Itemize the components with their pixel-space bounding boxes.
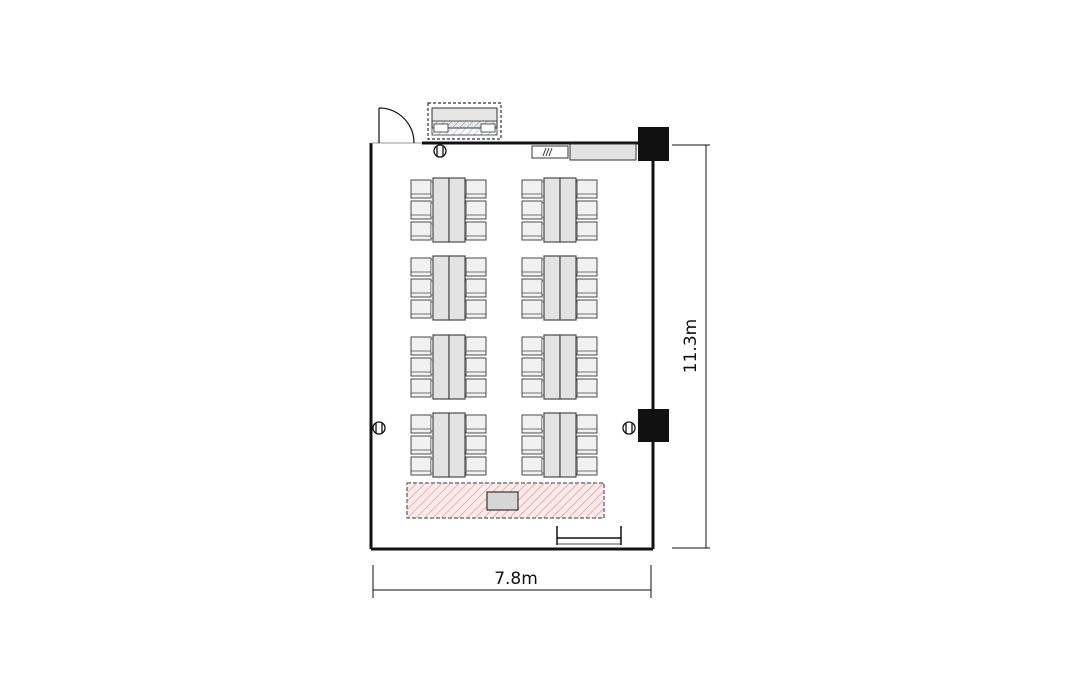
chair [410, 299, 432, 319]
table [559, 334, 577, 400]
chair [521, 257, 543, 277]
chair [410, 336, 432, 356]
table-group [521, 334, 598, 400]
chair [465, 456, 487, 476]
chair [521, 336, 543, 356]
table [448, 177, 466, 243]
chair [521, 435, 543, 455]
table [543, 255, 561, 321]
chair [521, 378, 543, 398]
chair [576, 200, 598, 220]
wall-rack [531, 145, 569, 159]
outlet-icon [622, 421, 636, 435]
table-group [410, 334, 487, 400]
chair [465, 221, 487, 241]
chair [521, 456, 543, 476]
depth-dimension [672, 144, 710, 549]
table [432, 412, 450, 478]
width-dimension [372, 565, 652, 598]
door[interactable] [378, 107, 415, 144]
chair [576, 456, 598, 476]
chair [465, 414, 487, 434]
table [448, 412, 466, 478]
table-groups [410, 177, 598, 478]
chair [410, 378, 432, 398]
chair [465, 378, 487, 398]
lectern [486, 491, 519, 511]
chair [521, 200, 543, 220]
chair [576, 357, 598, 377]
table [543, 412, 561, 478]
chair [521, 357, 543, 377]
table [559, 412, 577, 478]
table [448, 255, 466, 321]
outlet-icon [433, 144, 447, 158]
chair [576, 336, 598, 356]
chair [465, 200, 487, 220]
chair [576, 179, 598, 199]
chair [521, 278, 543, 298]
width-label: 7.8m [494, 569, 538, 589]
table [432, 255, 450, 321]
table [559, 177, 577, 243]
stage-area [406, 482, 605, 519]
chair [410, 221, 432, 241]
chair [410, 456, 432, 476]
table [543, 177, 561, 243]
table-group [410, 412, 487, 478]
table-group [521, 177, 598, 243]
depth-label: 11.3m [681, 319, 701, 373]
table [432, 334, 450, 400]
chair [465, 336, 487, 356]
chair [576, 221, 598, 241]
table [559, 255, 577, 321]
table-group [521, 255, 598, 321]
chair [410, 179, 432, 199]
table [543, 334, 561, 400]
chair [576, 257, 598, 277]
chair [410, 414, 432, 434]
table-group [521, 412, 598, 478]
chair [576, 435, 598, 455]
room-walls [369, 141, 655, 551]
table [448, 334, 466, 400]
chair [465, 257, 487, 277]
chair [465, 435, 487, 455]
chair [576, 299, 598, 319]
storage-cabinet [427, 102, 502, 140]
pillar [638, 127, 669, 161]
whiteboard [556, 526, 622, 545]
pillar [638, 409, 669, 442]
chair [576, 378, 598, 398]
chair [465, 357, 487, 377]
chair [465, 299, 487, 319]
table [432, 177, 450, 243]
outlet-icon [372, 421, 386, 435]
chair [521, 179, 543, 199]
table-group [410, 255, 487, 321]
chair [465, 278, 487, 298]
chair [410, 200, 432, 220]
chair [521, 414, 543, 434]
chair [410, 435, 432, 455]
chair [465, 179, 487, 199]
chair [410, 278, 432, 298]
chair [576, 414, 598, 434]
chair [410, 357, 432, 377]
table-group [410, 177, 487, 243]
chair [576, 278, 598, 298]
chair [410, 257, 432, 277]
counter [569, 143, 637, 161]
chair [521, 299, 543, 319]
chair [521, 221, 543, 241]
